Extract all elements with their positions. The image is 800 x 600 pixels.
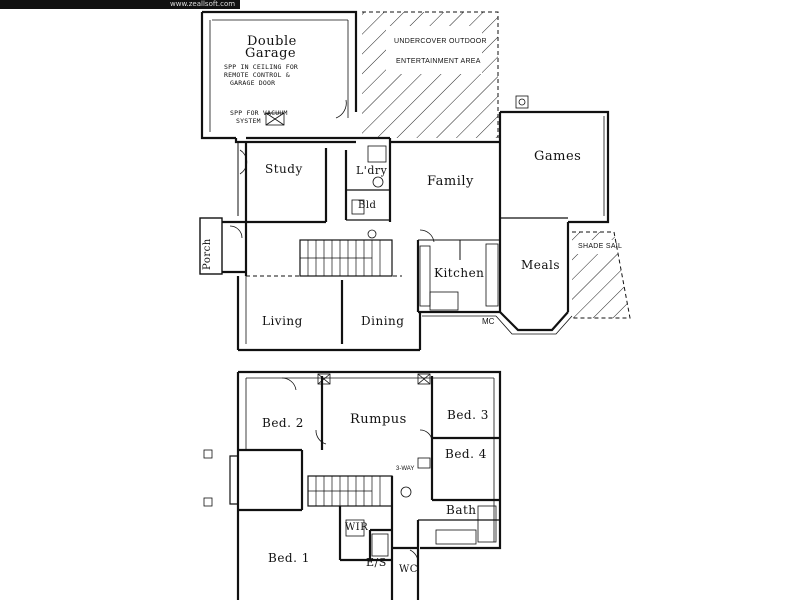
outdoor-hatch [362,11,499,138]
label-study: Study [265,162,303,176]
label-wir: WIR [345,522,369,533]
label-bed2: Bed. 2 [262,416,304,430]
label-laundry: L'dry [356,164,388,177]
label-family: Family [427,174,474,189]
label-outdoor-line2: ENTERTAINMENT AREA [396,58,481,65]
watermark-bar: www.zeallsoft.com [0,0,240,9]
label-rumpus: Rumpus [350,412,407,427]
label-bed3: Bed. 3 [447,408,489,422]
label-living: Living [262,314,303,328]
note-vacuum-line1: SPP FOR VACUUM [230,109,288,117]
label-mc: MC [482,317,495,326]
upper-fixtures [203,373,497,565]
label-shade-sail: SHADE SAIL [578,243,623,250]
label-meals: Meals [521,258,561,272]
label-es: E/S [366,556,387,569]
label-dining: Dining [361,314,405,328]
label-bath: Bath [446,503,477,517]
watermark-text: www.zeallsoft.com [170,0,236,8]
note-vacuum-line2: SYSTEM [236,117,261,125]
note-garage-line3: GARAGE DOOR [230,79,276,87]
label-3-way: 3-WAY [396,466,415,472]
label-wc: WC [399,564,418,575]
label-porch: Porch [202,238,213,270]
label-bed1: Bed. 1 [268,551,310,565]
note-garage-line1: SPP IN CEILING FOR [224,63,299,71]
label-bed4: Bed. 4 [445,447,487,461]
note-garage-line2: REMOTE CONTROL & [224,71,290,79]
fixtures [229,95,529,311]
label-bld: Bld [358,200,377,211]
label-outdoor-line1: UNDERCOVER OUTDOOR [394,38,487,45]
label-games: Games [534,149,582,164]
shade-sail-hatch [572,231,631,319]
label-double-garage-line1: Double [247,34,297,49]
ground-stair-treads [307,240,381,276]
label-kitchen: Kitchen [434,266,485,280]
upper-stair-treads [315,476,381,506]
label-double-garage-line2: Garage [245,46,297,61]
upper-floor-walls [229,370,502,600]
